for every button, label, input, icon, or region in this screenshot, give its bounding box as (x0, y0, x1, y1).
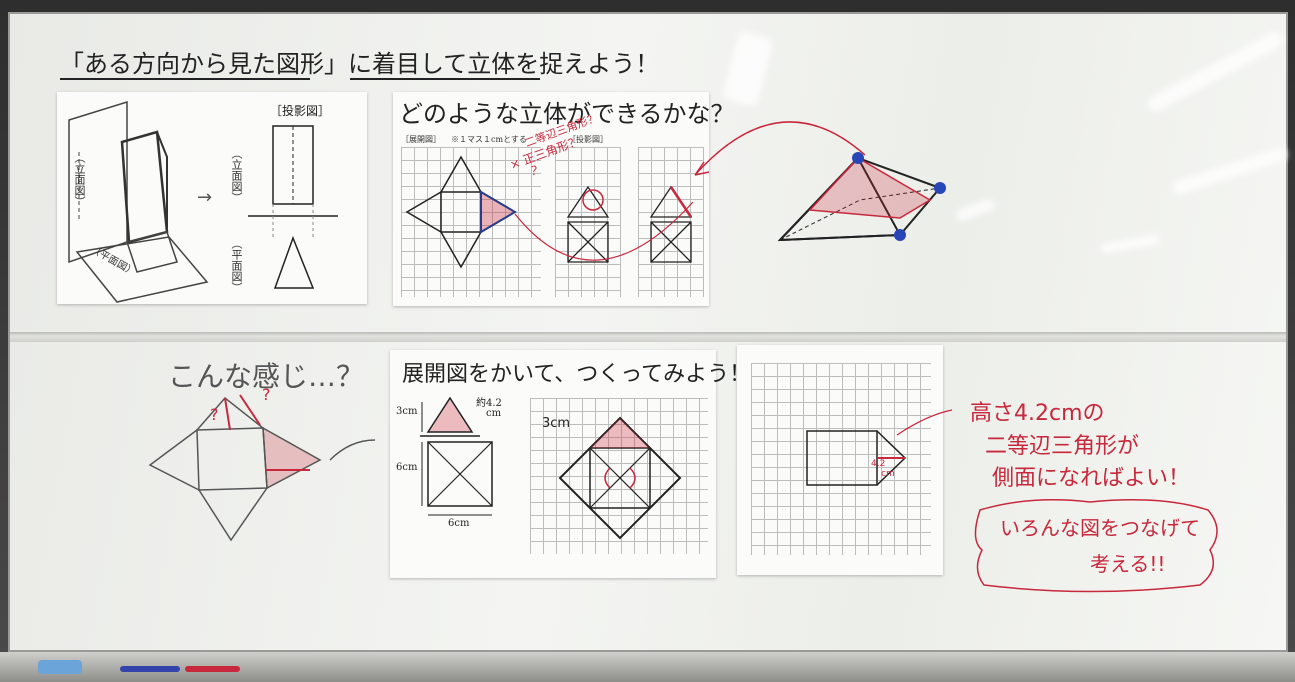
board-title: 「ある方向から見た図形」に着目して立体を捉えよう！ (60, 50, 660, 78)
dim-6cm-side: 6cm (396, 462, 418, 473)
note-line-3: 側面になればよい！ (992, 466, 1191, 491)
caption-scale: ※１マス１cmとする (451, 135, 527, 144)
dim-cm: cm (486, 408, 502, 419)
lower-left-title: こんな感じ…？ (168, 360, 365, 393)
sheet-side-face: 4.2 cm (737, 345, 953, 575)
side-face-shape (806, 409, 953, 486)
label-42: 4.2 (871, 459, 886, 469)
diamond-net (558, 416, 682, 540)
net-heading: 展開図をかいて、つくってみよう！ (402, 362, 752, 387)
sheet-3d-view: （立面図） （平面図） → ［投影図］ （立面図） （平面図） (57, 92, 367, 304)
net-dimension-drawing (420, 396, 493, 516)
projection-header: ［投影図］ (270, 104, 331, 118)
light-glare (1099, 233, 1161, 255)
dim-3cm-right: 3cm (542, 416, 571, 431)
note-box-line-1: いろんな図をつなげて (1000, 516, 1200, 540)
question-shapes (405, 155, 694, 269)
sketch-question-2: ? (262, 385, 271, 404)
label-front-view: （立面図） (73, 152, 86, 207)
eraser[interactable] (38, 660, 82, 674)
projection-front-label: （立面図） (230, 148, 243, 203)
net-sketch (148, 394, 376, 542)
projection-top-label: （平面図） (230, 238, 243, 293)
question-heading: どのような立体ができるかな？ (399, 100, 735, 128)
sketch-question-1: ? (210, 405, 219, 424)
red-arc-arrow (694, 121, 866, 176)
dim-about-42: 約4.2 (476, 398, 502, 409)
dim-6cm-bottom: 6cm (448, 518, 470, 529)
dim-3cm: 3cm (396, 406, 418, 417)
label-cm-small: cm (881, 469, 895, 479)
note-cloud-box (974, 499, 1218, 593)
projection-shapes (248, 125, 338, 289)
caption-projection: ［投影図］ (568, 135, 608, 144)
board-panel-seam (10, 332, 1286, 342)
note-line-2: 二等辺三角形が (985, 434, 1140, 459)
prism-3d-drawing (68, 100, 209, 303)
light-glare (1145, 29, 1285, 115)
note-question: ？ (531, 164, 544, 178)
sheet-net-construction: 展開図をかいて、つくってみよう！ 3cm 約4.2 cm 6cm 6cm 3cm (390, 350, 751, 578)
title-underline (60, 78, 540, 80)
light-glare (1170, 145, 1290, 197)
caption-net: ［展開図］ (401, 135, 441, 144)
note-box-line-2: 考える!! (1090, 552, 1166, 576)
marker-blue[interactable] (120, 666, 180, 672)
pyramid-drawing (777, 152, 946, 242)
arrow-right-icon: → (197, 187, 213, 208)
projection-diagram: ［投影図］ （立面図） （平面図） (220, 98, 365, 298)
note-line-1: 高さ4.2cmの (970, 401, 1105, 426)
sheet-question: どのような立体ができるかな？ ［展開図］ ※１マス１cmとする ［投影図］ 二等… (393, 92, 735, 306)
marker-red[interactable] (185, 666, 240, 672)
